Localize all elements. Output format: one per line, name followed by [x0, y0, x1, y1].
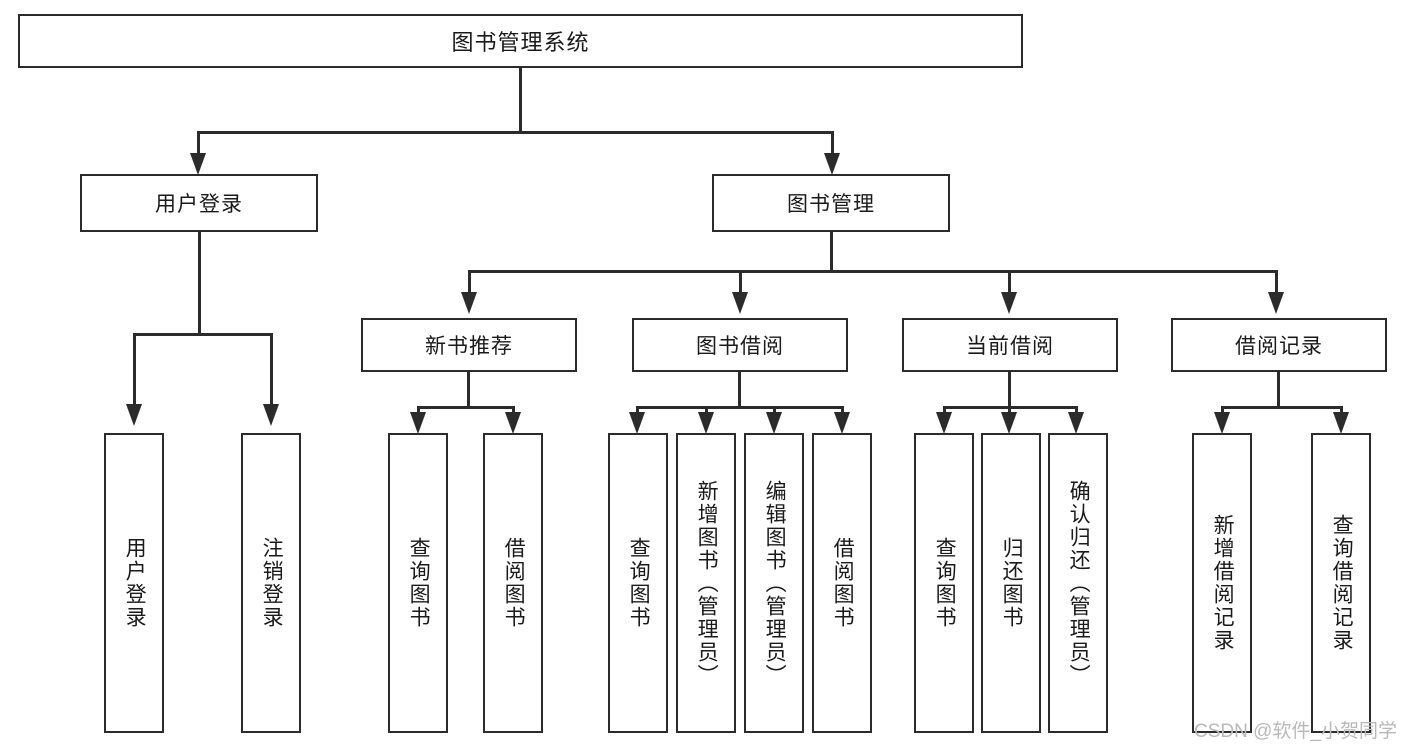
node-label: 图书管理: [787, 193, 875, 216]
arrowhead-leaf-logout: [263, 404, 279, 426]
node-current-borrow[interactable]: 当前借阅: [902, 318, 1118, 372]
arrowhead-leaf-add-book: [698, 412, 714, 434]
node-leaf-query-book-3[interactable]: 查询图书: [914, 433, 974, 733]
connector-root-to-user-login: [197, 131, 200, 158]
arrowhead-leaf-confirm-return: [1068, 412, 1084, 434]
node-label: 确认归还（管理员）: [1067, 479, 1091, 687]
arrowhead-leaf-borrow-book-1: [505, 412, 521, 434]
node-leaf-edit-book[interactable]: 编辑图书（管理员）: [744, 433, 804, 733]
node-leaf-add-book[interactable]: 新增图书（管理员）: [676, 433, 736, 733]
node-label: 新增图书（管理员）: [695, 479, 719, 687]
connector-book-management-bus: [468, 270, 1278, 273]
node-user-login[interactable]: 用户登录: [80, 174, 318, 232]
node-book-management[interactable]: 图书管理: [712, 174, 950, 232]
node-leaf-add-record[interactable]: 新增借阅记录: [1192, 433, 1252, 733]
connector-root-bus: [197, 131, 834, 134]
connector-root-stem: [519, 68, 522, 132]
node-label: 编辑图书（管理员）: [763, 479, 787, 687]
arrowhead-leaf-query-book-1: [410, 412, 426, 434]
connector-user-login-bus: [133, 333, 273, 336]
connector-bm-drop-current-borrow: [1008, 270, 1011, 296]
node-leaf-logout[interactable]: 注销登录: [241, 433, 301, 733]
node-leaf-borrow-book-1[interactable]: 借阅图书: [483, 433, 543, 733]
node-leaf-confirm-return[interactable]: 确认归还（管理员）: [1048, 433, 1108, 733]
node-new-book-recommend[interactable]: 新书推荐: [361, 318, 577, 372]
node-label: 查询图书: [933, 537, 957, 629]
node-label: 用户登录: [155, 193, 243, 216]
connector-bb-bus: [636, 406, 844, 409]
node-label: 借阅记录: [1235, 335, 1323, 358]
node-leaf-query-book-1[interactable]: 查询图书: [388, 433, 448, 733]
connector-root-to-book-management: [831, 131, 834, 158]
arrowhead-leaf-query-record: [1333, 412, 1349, 434]
node-label: 查询借阅记录: [1330, 514, 1354, 652]
connector-nbr-stem: [467, 372, 470, 408]
arrowhead-leaf-query-book-2: [629, 412, 645, 434]
node-label: 新书推荐: [425, 335, 513, 358]
connector-book-management-stem: [830, 232, 833, 272]
connector-bm-drop-new-book: [468, 270, 471, 296]
arrowhead-leaf-return-book: [1001, 412, 1017, 434]
connector-bb-stem: [738, 372, 741, 408]
connector-bm-drop-book-borrow: [739, 270, 742, 296]
node-leaf-borrow-book-2[interactable]: 借阅图书: [812, 433, 872, 733]
node-book-borrow[interactable]: 图书借阅: [632, 318, 848, 372]
node-label: 图书借阅: [696, 335, 784, 358]
connector-cb-stem: [1008, 372, 1011, 408]
node-label: 借阅图书: [831, 537, 855, 629]
node-leaf-return-book[interactable]: 归还图书: [981, 433, 1041, 733]
node-root-system[interactable]: 图书管理系统: [18, 14, 1023, 68]
node-leaf-user-login[interactable]: 用户登录: [104, 433, 164, 733]
arrowhead-new-book-recommend: [461, 292, 477, 314]
node-label: 借阅图书: [502, 537, 526, 629]
connector-bm-drop-borrow-record: [1275, 270, 1278, 296]
arrowhead-leaf-user-login: [126, 404, 142, 426]
node-leaf-query-book-2[interactable]: 查询图书: [608, 433, 668, 733]
arrowhead-book-management: [824, 153, 840, 175]
node-label: 归还图书: [1000, 537, 1024, 629]
connector-nbr-bus: [417, 406, 515, 409]
arrowhead-leaf-query-book-3: [936, 412, 952, 434]
arrowhead-borrow-record: [1268, 292, 1284, 314]
connector-br-stem: [1277, 372, 1280, 408]
node-label: 图书管理系统: [451, 30, 590, 55]
node-label: 注销登录: [260, 537, 284, 629]
node-label: 查询图书: [407, 537, 431, 629]
arrowhead-user-login: [190, 153, 206, 175]
connector-br-bus: [1221, 406, 1343, 409]
node-borrow-record[interactable]: 借阅记录: [1171, 318, 1387, 372]
connector-user-login-drop-1: [133, 333, 136, 408]
connector-user-login-drop-2: [270, 333, 273, 408]
node-label: 新增借阅记录: [1211, 514, 1235, 652]
node-label: 查询图书: [627, 537, 651, 629]
connector-user-login-stem: [198, 232, 201, 334]
node-label: 用户登录: [123, 537, 147, 629]
arrowhead-leaf-add-record: [1214, 412, 1230, 434]
arrowhead-book-borrow: [732, 292, 748, 314]
node-label: 当前借阅: [966, 335, 1054, 358]
arrowhead-current-borrow: [1001, 292, 1017, 314]
arrowhead-leaf-borrow-book-2: [834, 412, 850, 434]
node-leaf-query-record[interactable]: 查询借阅记录: [1311, 433, 1371, 733]
arrowhead-leaf-edit-book: [766, 412, 782, 434]
